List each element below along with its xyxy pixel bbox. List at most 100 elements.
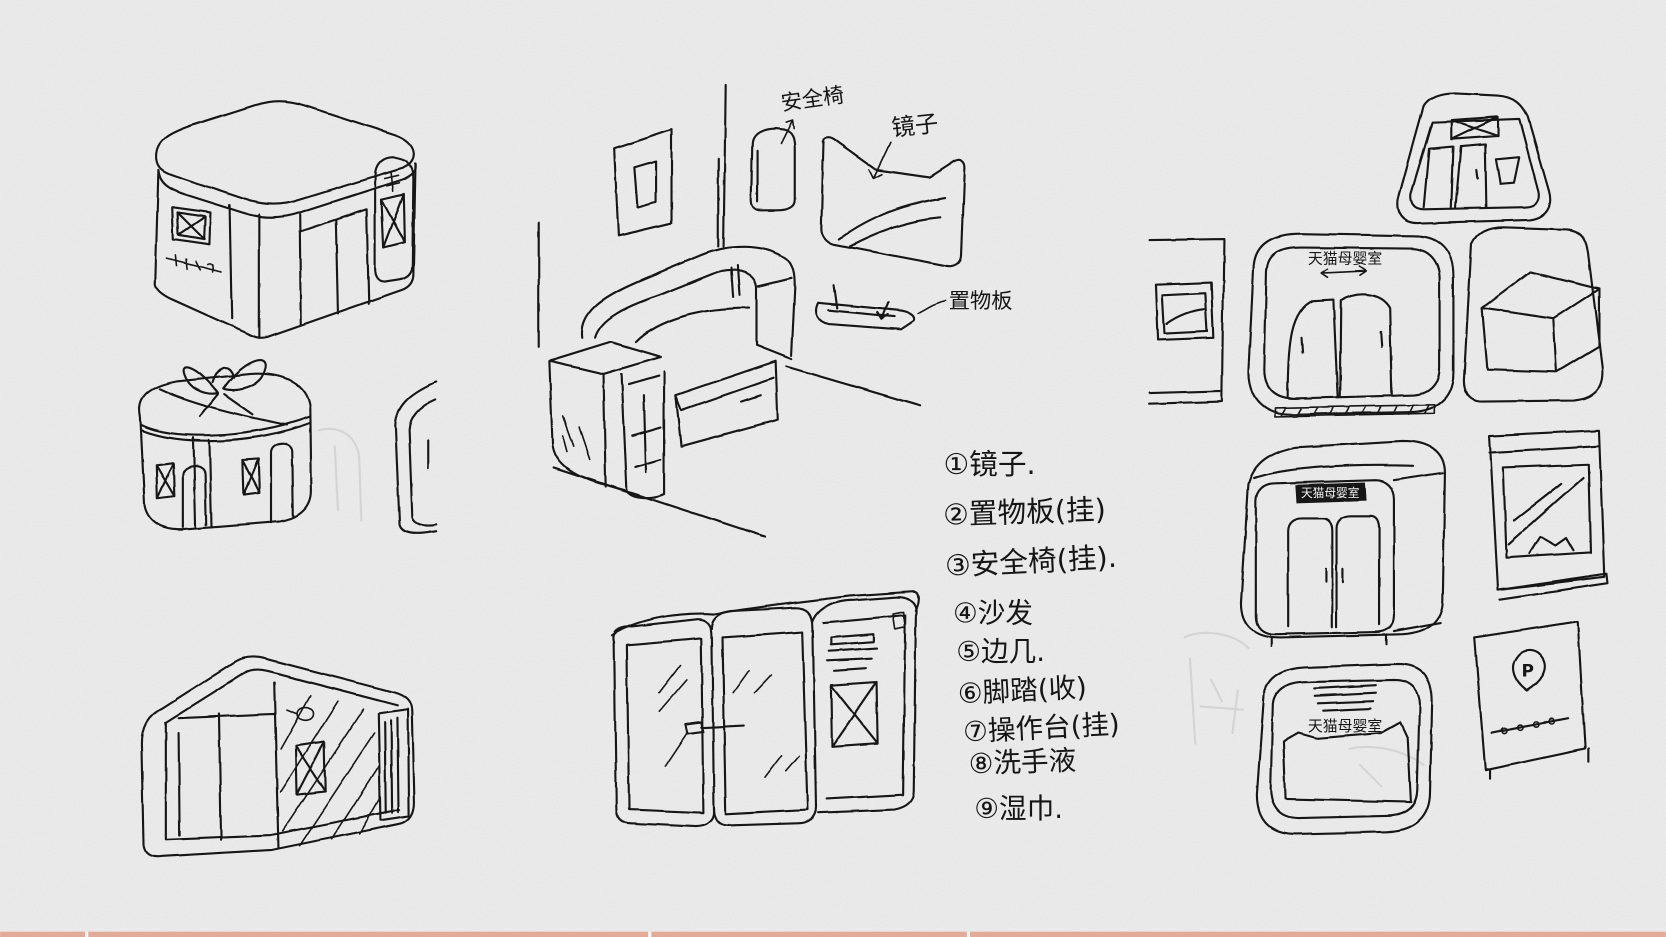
room-safety-seat xyxy=(750,127,796,212)
pod-banner-sketch xyxy=(1239,439,1446,647)
location-pin-icon xyxy=(1512,649,1546,692)
pod-giftbox-windows xyxy=(155,457,261,500)
pod-banner-band xyxy=(1295,482,1367,504)
pod-giftbox-body xyxy=(138,372,313,531)
pod-peaked-inner-outline xyxy=(164,668,401,841)
cube-frame-sketch xyxy=(1462,226,1604,403)
pod-peaked-outline xyxy=(140,655,416,858)
pod-banner-legs xyxy=(1270,634,1388,647)
booth-crossed-box xyxy=(829,680,879,748)
room-sofa xyxy=(580,245,796,361)
label-shelf: 置物板 xyxy=(949,289,1013,314)
pod-front-sign-arrow xyxy=(1320,265,1368,279)
pod-banner-doors xyxy=(1286,515,1381,628)
pod-front-outline xyxy=(1247,232,1455,416)
booth-panel-right xyxy=(811,595,918,814)
sign-panel-dot xyxy=(1500,727,1508,735)
pod-giftbox-bow xyxy=(182,359,268,418)
room-walls-floor xyxy=(537,83,922,538)
pod-cube-sketch xyxy=(154,100,417,339)
pod-cube-right-face xyxy=(266,162,417,338)
booth-three-panel-sketch xyxy=(610,590,920,828)
room-interior-sketch xyxy=(537,83,966,538)
paper-edge-gap xyxy=(648,931,652,937)
pod-peaked-window xyxy=(294,740,327,796)
pod-cube-side-logo xyxy=(383,171,401,193)
pod-small-doors xyxy=(1422,143,1488,209)
pod-front-base xyxy=(1274,403,1436,418)
room-shelf-arrow xyxy=(917,299,947,315)
sign-panel-dot xyxy=(1532,721,1540,728)
booth-roof-rim xyxy=(610,590,920,637)
framed-panel-sketch xyxy=(1488,429,1609,601)
pod-peaked-panels xyxy=(177,682,280,849)
pod-front-inner xyxy=(1263,246,1441,400)
pod-giftbox-ribbon xyxy=(140,387,312,530)
room-footrest-drawer xyxy=(674,360,779,448)
pod-small-outline xyxy=(1396,92,1552,225)
room-mirror-arrow xyxy=(868,141,892,180)
room-mirror xyxy=(820,136,966,268)
pod-giftbox-doors xyxy=(181,442,295,528)
pod-cube-roof xyxy=(155,100,416,206)
item-list: ①镜子. ②置物板(挂) ③安全椅(挂). ④沙发 ⑤边几. ⑥脚踏(收) ⑦操… xyxy=(943,447,1121,825)
label-mirror: 镜子 xyxy=(890,109,939,142)
pod-mirror-sign-text: 天猫母婴室 xyxy=(1308,717,1382,735)
pod-mirror-glass xyxy=(1282,721,1412,804)
sign-panel-dot xyxy=(1548,717,1556,725)
list-item: ⑤边几. xyxy=(956,635,1045,668)
paper-bottom-edge xyxy=(0,931,1666,937)
pod-cube-corner-edges xyxy=(228,203,261,339)
pod-front-sketch xyxy=(1247,232,1455,418)
pod-small-sign xyxy=(1450,115,1500,141)
sign-panel-sketch xyxy=(1473,620,1590,780)
pod-mirror-sketch xyxy=(1255,662,1434,836)
pod-mirror-inner xyxy=(1269,678,1421,820)
list-item: ①镜子. xyxy=(943,447,1035,481)
pod-peaked-sketch xyxy=(140,655,416,858)
pod-peaked-hatching xyxy=(279,695,381,847)
room-wall-frame xyxy=(613,128,673,237)
pod-peaked-sign-icon xyxy=(286,706,315,722)
pod-small-front-sketch xyxy=(1396,92,1552,225)
pod-banner-inner xyxy=(1252,463,1444,636)
booth-sign-stripes xyxy=(825,633,878,672)
sign-panel-dot xyxy=(1516,724,1524,732)
booth-corner-mark xyxy=(891,611,907,630)
erased-sketch-traces xyxy=(317,427,1425,788)
booth-door-handle xyxy=(684,721,745,736)
pod-cube-sign-scribble xyxy=(166,254,222,273)
pod-small-window xyxy=(1494,156,1521,185)
pod-giftbox-sketch xyxy=(138,359,313,531)
pod-giftbox-lid xyxy=(140,415,312,437)
pod-cube-doors xyxy=(298,208,370,327)
list-item: ②置物板(挂) xyxy=(943,492,1107,532)
pod-cube-side-window xyxy=(380,193,406,249)
pod-partial-curve-sketch xyxy=(394,381,437,535)
wall-panel-sketch xyxy=(1148,237,1226,405)
list-item: ④沙发 xyxy=(953,597,1033,630)
pod-mirror-sign-lines xyxy=(1313,684,1377,712)
room-shelf-board xyxy=(814,283,916,331)
pod-cube-front-window xyxy=(171,206,212,246)
list-item: ⑥脚踏(收) xyxy=(957,671,1088,711)
paper-edge-gap xyxy=(85,931,89,937)
room-side-table-hatching xyxy=(562,415,591,460)
list-item: ⑨湿巾. xyxy=(974,792,1063,825)
room-side-table xyxy=(548,341,662,492)
booth-glass-hatching xyxy=(657,664,800,779)
pod-front-sign-text: 天猫母婴室 xyxy=(1308,249,1382,267)
pod-cube-side-portal xyxy=(374,156,415,283)
pin-letter: P xyxy=(1522,662,1534,682)
ink-drawings xyxy=(138,83,1609,858)
list-item: ⑦操作台(挂) xyxy=(962,707,1120,748)
pod-mirror-outline xyxy=(1255,662,1434,836)
pod-banner-outline xyxy=(1239,439,1446,639)
pod-front-doors xyxy=(1286,293,1393,398)
list-item: ⑧洗手液 xyxy=(968,744,1077,781)
pod-cube-left-face xyxy=(154,168,269,339)
room-shelf-unit xyxy=(620,370,666,499)
pod-banner-sign-text: 天猫母婴室 xyxy=(1301,486,1360,500)
paper-edge-gap xyxy=(966,931,971,937)
